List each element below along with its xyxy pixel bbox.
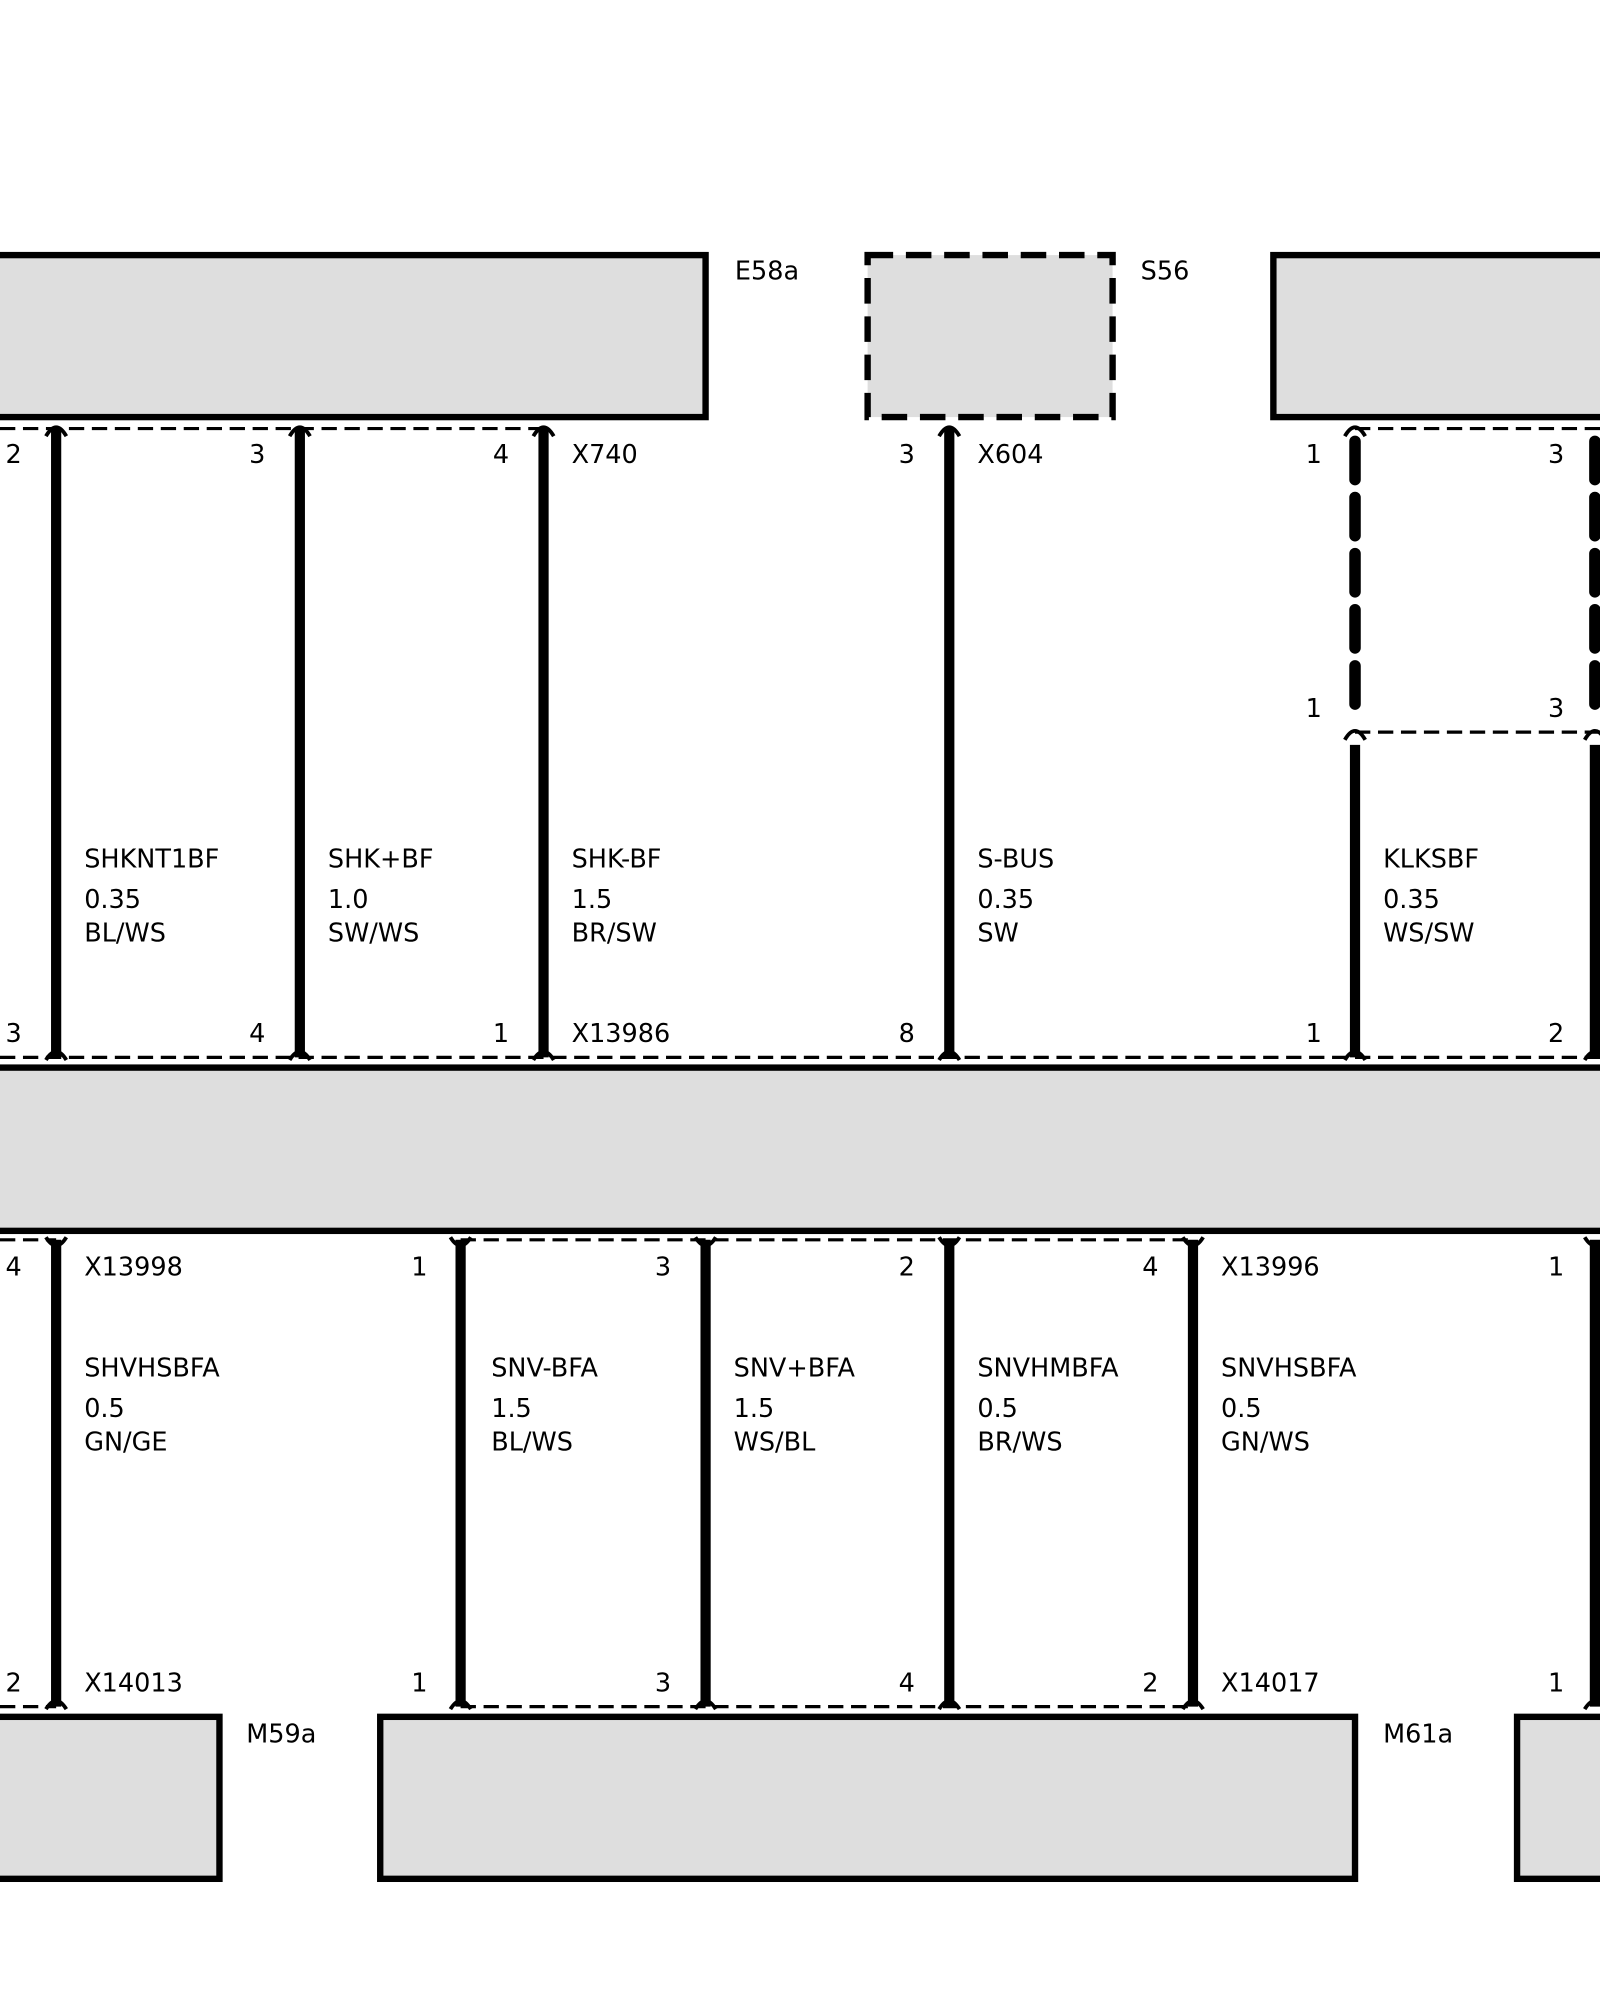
- component-label-s56: S56: [1141, 256, 1190, 286]
- wire-color-label: WS/SW: [1383, 918, 1474, 948]
- pin-number: 1: [411, 1253, 427, 1283]
- connector-label-x14017: X14017: [1221, 1668, 1320, 1698]
- wire-size-label: 0.35: [84, 885, 141, 915]
- wire-signal-label: SHK+BF: [328, 844, 434, 874]
- pin-number: 4: [899, 1668, 915, 1698]
- wire-size-label: 0.5: [977, 1394, 1018, 1424]
- terminal-marks: [44, 425, 1600, 1711]
- component-label-m61a: M61a: [1383, 1719, 1453, 1749]
- wire-size-label: 0.35: [977, 885, 1034, 915]
- wire-size-label: 0.35: [1383, 885, 1440, 915]
- wire-signal-label: S-BUS: [977, 844, 1054, 874]
- component-label-e58a: E58a: [735, 256, 799, 286]
- pin-number: 1: [493, 1019, 509, 1049]
- pin-number: 3: [655, 1253, 671, 1283]
- wire-size-label: 0.5: [1221, 1394, 1262, 1424]
- component-s56-box: [864, 251, 1116, 421]
- connector-label-x14013: X14013: [84, 1668, 183, 1698]
- pin-number: 1: [1306, 694, 1322, 724]
- wire-size-label: 1.0: [328, 885, 369, 915]
- wire-signal-label: SNVHSBFA: [1221, 1353, 1357, 1383]
- wire-color-label: BR/SW: [572, 918, 657, 948]
- pin-number: 4: [249, 1019, 265, 1049]
- pin-number: 4: [1142, 1253, 1158, 1283]
- pin-number: 1: [1306, 440, 1322, 470]
- pin-number: 2: [5, 1668, 21, 1698]
- component-right-top-box: [1270, 251, 1600, 421]
- wire-signal-label: SHKNT1BF: [84, 844, 219, 874]
- wire-signal-label: SNVHMBFA: [977, 1353, 1119, 1383]
- wire-color-label: WS/BL: [734, 1427, 816, 1457]
- connector-label-x13998: X13998: [84, 1253, 183, 1283]
- connector-label-x13996: X13996: [1221, 1253, 1320, 1283]
- component-right-bottom-box: [1513, 1713, 1600, 1883]
- wire-color-label: SW: [977, 918, 1018, 948]
- wire-size-label: 0.5: [84, 1394, 125, 1424]
- component-label-m59a: M59a: [246, 1719, 316, 1749]
- wire-color-label: GN/WS: [1221, 1427, 1310, 1457]
- pin-number: 3: [1548, 440, 1564, 470]
- pin-number: 8: [899, 1019, 915, 1049]
- pin-number: 3: [5, 1019, 21, 1049]
- pin-number: 1: [411, 1668, 427, 1698]
- wire-signal-label: SHVHSBFA: [84, 1353, 220, 1383]
- pin-number: 2: [899, 1253, 915, 1283]
- wire-color-label: BL/WS: [491, 1427, 573, 1457]
- wire-size-label: 1.5: [491, 1394, 532, 1424]
- connector-label-x604: X604: [977, 440, 1043, 470]
- component-m59a-box: [0, 1713, 223, 1883]
- central-module-box: [0, 1064, 1600, 1235]
- pin-number: 2: [1548, 1019, 1564, 1049]
- pin-number: 1: [1306, 1019, 1322, 1049]
- pin-number: 2: [5, 440, 21, 470]
- pin-number: 1: [1548, 1253, 1564, 1283]
- connector-label-x13986: X13986: [572, 1019, 671, 1049]
- wire-signal-label: KLKSBF: [1383, 844, 1479, 874]
- pin-number: 4: [5, 1253, 21, 1283]
- wire-signal-label: SHK-BF: [572, 844, 662, 874]
- wire-color-label: GN/GE: [84, 1427, 167, 1457]
- connector-label-x740: X740: [572, 440, 638, 470]
- wire-signal-label: SNV-BFA: [491, 1353, 598, 1383]
- pin-number: 2: [1142, 1668, 1158, 1698]
- component-e58a-box: [0, 251, 709, 421]
- wire-signal-label: SNV+BFA: [734, 1353, 856, 1383]
- wire-size-label: 1.5: [734, 1394, 775, 1424]
- wire-size-label: 1.5: [572, 885, 613, 915]
- pin-number: 3: [655, 1668, 671, 1698]
- wire-color-label: BR/WS: [977, 1427, 1062, 1457]
- pin-number: 3: [249, 440, 265, 470]
- wire-color-label: BL/WS: [84, 918, 166, 948]
- component-m61a-box: [377, 1713, 1359, 1883]
- pin-number: 3: [899, 440, 915, 470]
- wire-color-label: SW/WS: [328, 918, 419, 948]
- pin-number: 3: [1548, 694, 1564, 724]
- pin-number: 1: [1548, 1668, 1564, 1698]
- pin-number: 4: [493, 440, 509, 470]
